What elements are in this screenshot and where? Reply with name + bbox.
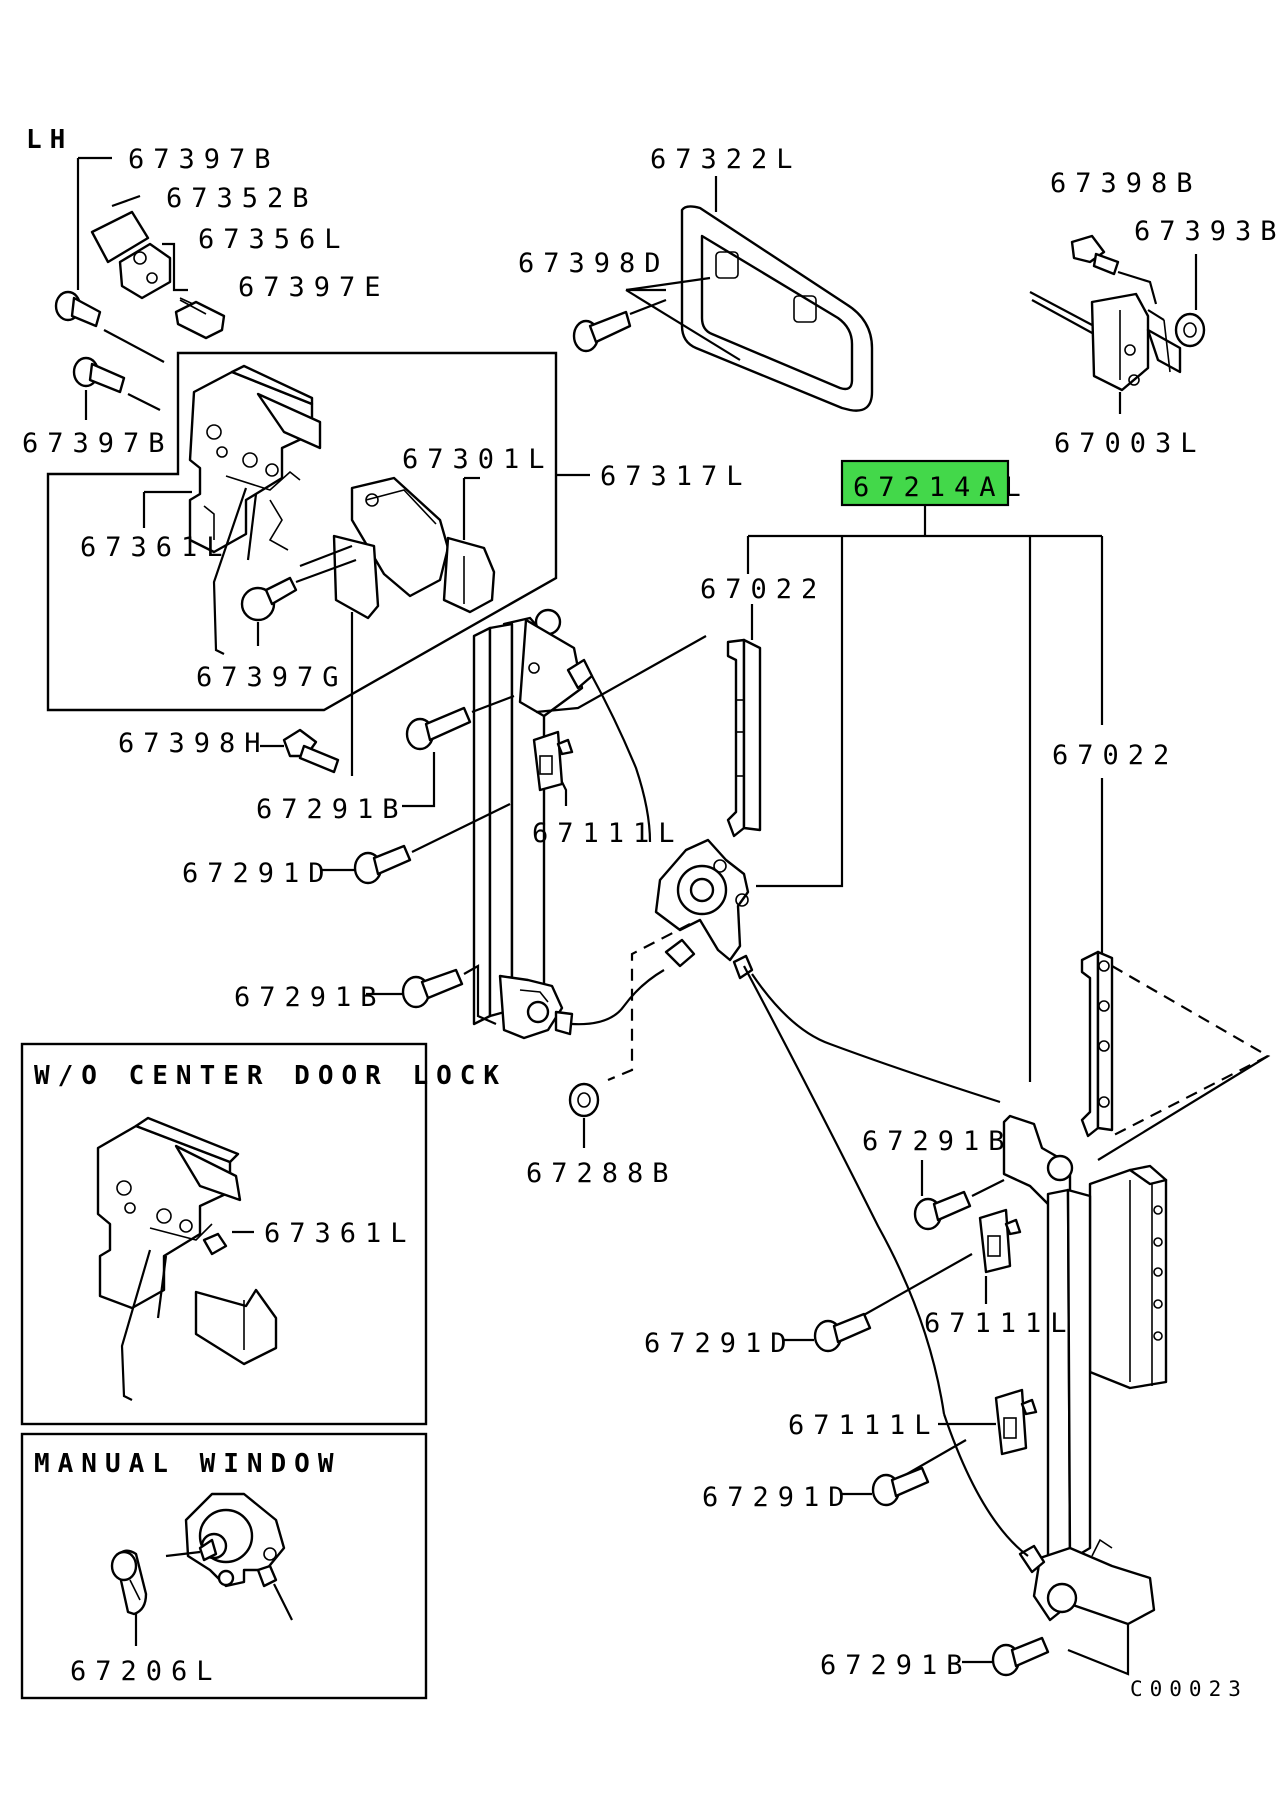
label-67301L[interactable]: 67301L	[402, 444, 554, 475]
regulator-assembly-callout[interactable]: 67214AL	[840, 459, 1030, 507]
rail-bracket-67022-upper	[726, 604, 762, 838]
label-67317L[interactable]: 67317L	[600, 461, 752, 492]
screw-67397B-lower	[72, 356, 126, 394]
label-67291D-right-lower[interactable]: 67291D	[702, 1482, 854, 1513]
label-67291B-upper[interactable]: 67291B	[256, 794, 408, 825]
label-67291D-right-middle[interactable]: 67291D	[644, 1328, 796, 1359]
label-67397B-top[interactable]: 67397B	[128, 144, 280, 175]
screw-67291D-right-middle	[813, 1312, 872, 1353]
lock-actuator-67301L	[295, 476, 496, 620]
screw-67291D-upper	[353, 844, 412, 885]
label-67393B[interactable]: 67393B	[1134, 216, 1283, 247]
label-67361L-inset[interactable]: 67361L	[264, 1218, 416, 1249]
label-67291D-upper[interactable]: 67291D	[182, 858, 334, 889]
door-lock-group-frame	[46, 351, 558, 712]
label-67022-upper[interactable]: 67022	[700, 574, 826, 605]
inside-handle-bezel: 67322L	[625, 144, 874, 412]
highlight-box-67214AL[interactable]	[840, 459, 1010, 507]
door-latch-67361L	[188, 364, 322, 655]
label-67214AL[interactable]: 67214AL	[853, 472, 1030, 503]
side-label: LH	[26, 125, 73, 155]
label-67322L[interactable]: 67322L	[650, 144, 802, 175]
regulator-gear-motor	[654, 838, 1001, 1415]
screw-67398B	[1070, 234, 1120, 276]
label-67398B[interactable]: 67398B	[1050, 168, 1202, 199]
inset-without-center-door-lock: W/O CENTER DOOR LOCK 67361L	[20, 1042, 507, 1426]
clip-67111L-right-upper	[978, 1208, 1022, 1274]
rail-bracket-67022-right	[1080, 950, 1114, 1138]
screw-67291B-right-lower	[991, 1636, 1050, 1677]
nut-67288B	[568, 1082, 600, 1118]
screw-67291D-right-lower	[871, 1466, 930, 1507]
rear-guide-rail	[942, 1114, 1168, 1676]
label-67291B-right-lower[interactable]: 67291B	[820, 1650, 972, 1681]
label-67361L-main[interactable]: 67361L	[80, 532, 232, 563]
upper-latch-hardware: 67397B 67352B 67356L 67397E 67	[22, 144, 390, 459]
label-67291B-middle[interactable]: 67291B	[234, 982, 386, 1013]
label-67397E[interactable]: 67397E	[238, 272, 390, 303]
label-67003L[interactable]: 67003L	[1054, 428, 1206, 459]
diagram-code: C00023	[1130, 1677, 1248, 1701]
inset-title-center-door-lock: W/O CENTER DOOR LOCK	[34, 1061, 507, 1091]
nut-67393B	[1174, 312, 1206, 348]
screw-67291B-right-upper	[913, 1190, 972, 1231]
clip-67111L-right-lower	[994, 1388, 1038, 1456]
label-67398H[interactable]: 67398H	[118, 728, 270, 759]
label-67111L-upper[interactable]: 67111L	[532, 818, 684, 849]
screw-67398D	[572, 298, 667, 353]
label-67397B-bottom[interactable]: 67397B	[22, 428, 174, 459]
label-67356L[interactable]: 67356L	[198, 224, 350, 255]
label-67352B[interactable]: 67352B	[166, 183, 318, 214]
lock-switch-assembly: 67398B 67393B 67003L	[1029, 168, 1283, 459]
label-67398D[interactable]: 67398D	[518, 248, 670, 279]
inset-title-manual-window: MANUAL WINDOW	[34, 1449, 342, 1479]
front-guide-rail	[472, 608, 665, 1040]
label-67288B[interactable]: 67288B	[526, 1158, 678, 1189]
screw-67291B-middle	[401, 968, 464, 1009]
label-67397G[interactable]: 67397G	[196, 662, 348, 693]
label-67291B-right-upper[interactable]: 67291B	[862, 1126, 1014, 1157]
screw-67397E	[174, 297, 226, 340]
label-67022-right[interactable]: 67022	[1052, 740, 1178, 771]
clip-67111L-upper	[532, 730, 574, 792]
label-67111L-right-upper[interactable]: 67111L	[924, 1308, 1076, 1339]
label-67206L[interactable]: 67206L	[70, 1656, 222, 1687]
screw-67397G	[240, 576, 298, 646]
screw-67398H	[282, 728, 340, 774]
screw-67397B-upper	[54, 290, 102, 328]
inset-manual-window: MANUAL WINDOW 67206L	[20, 1432, 428, 1700]
screw-67291B-upper	[405, 706, 472, 751]
label-67111L-right-lower[interactable]: 67111L	[788, 1410, 940, 1441]
